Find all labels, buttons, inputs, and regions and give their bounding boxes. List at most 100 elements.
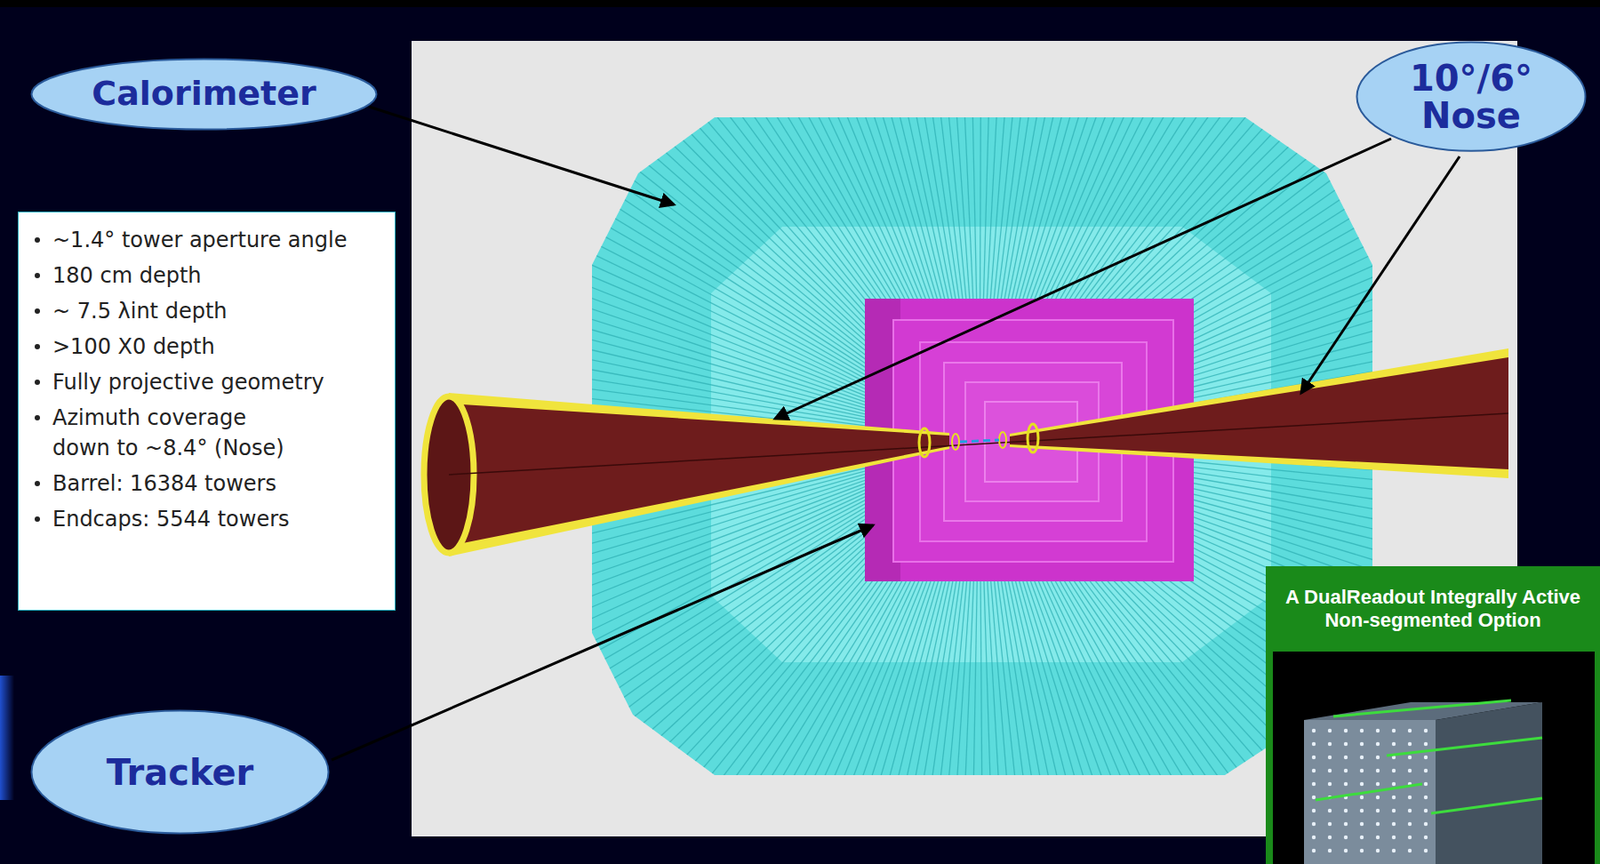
bullet-dot (34, 480, 40, 487)
bullet-dot (34, 237, 40, 243)
callout-label: Calorimeter (91, 76, 316, 112)
fiber-dot (1344, 755, 1348, 760)
bullet-item: Fully projective geometry (29, 367, 388, 398)
leader-arrow (368, 106, 674, 205)
option-header: A DualReadout Integrally Active Non-segm… (1265, 566, 1600, 652)
fiber-dot (1392, 728, 1396, 733)
bullet-dot (34, 516, 40, 522)
fiber-dot (1360, 768, 1364, 773)
fiber-dot (1392, 848, 1396, 853)
fiber-dot (1376, 822, 1380, 826)
spec-text: Azimuth coverage down to ~8.4° (Nose) (52, 402, 297, 464)
fiber-dot (1408, 808, 1412, 813)
inner-detail (1027, 424, 1039, 453)
top-strip (0, 0, 1600, 8)
bullet-dot (34, 272, 40, 279)
bullet-item: 180 cm depth (29, 260, 388, 291)
fiber-dot (1408, 742, 1412, 746)
fiber-dot (1328, 848, 1332, 853)
fiber-dot (1312, 795, 1316, 800)
fiber-dot (1376, 728, 1380, 733)
fiber-dot (1328, 742, 1332, 746)
callout-ellipse: Calorimeter (30, 57, 378, 131)
callout-label: Tracker (106, 753, 255, 792)
fiber-dot (1312, 835, 1316, 840)
leader-arrow (1301, 156, 1460, 393)
ellipse-shape (1357, 42, 1586, 152)
fiber-dot (1408, 728, 1412, 733)
fiber-dot (1344, 728, 1348, 733)
fiber-line (1315, 784, 1423, 800)
fiber-dot (1360, 795, 1364, 800)
fiber-dot (1392, 822, 1396, 826)
fiber-dot (1424, 782, 1428, 786)
fiber-line (1333, 700, 1512, 717)
fiber-dot (1312, 755, 1316, 760)
fiber-dot (1424, 848, 1428, 853)
fiber-dot (1392, 795, 1396, 800)
fiber-dot (1360, 742, 1364, 746)
bullet-dot (34, 344, 40, 350)
inner-detail (919, 428, 930, 457)
bullet-item: ~ 7.5 λint depth (29, 296, 388, 327)
spec-text: Fully projective geometry (52, 369, 325, 395)
fiber-dot (1376, 768, 1380, 773)
module-front (1304, 720, 1436, 864)
fiber-dot (1424, 808, 1428, 813)
ellipse-shape (32, 711, 329, 834)
nose-cone-rim (448, 392, 950, 557)
fiber-dot (1328, 808, 1332, 813)
fiber-dot (1328, 782, 1332, 786)
fiber-dot (1344, 808, 1348, 813)
nose-cone-rim (1009, 348, 1509, 479)
fiber-dot (1360, 848, 1364, 853)
nose-cone-right (1009, 357, 1509, 470)
fiber-dot (1392, 808, 1396, 813)
inner-detail (952, 433, 960, 450)
ellipse-shape (32, 59, 377, 130)
fiber-dots (1312, 728, 1428, 853)
spec-text: Barrel: 16384 towers (52, 471, 277, 496)
fiber-dot (1376, 742, 1380, 746)
fiber-dot (1424, 768, 1428, 773)
fiber-dot (1376, 808, 1380, 813)
fiber-dot (1344, 848, 1348, 853)
fiber-dot (1360, 835, 1364, 840)
fiber-dot (1424, 742, 1428, 746)
callout-ellipse: 10°/6° Nose (1355, 40, 1587, 152)
fiber-dot (1360, 822, 1364, 826)
bullet-item: >100 X0 depth (29, 331, 388, 362)
fiber-dot (1392, 742, 1396, 746)
inner-detail (999, 432, 1007, 448)
callout-ellipse: Tracker (30, 709, 330, 835)
fiber-dot (1312, 848, 1316, 853)
fiber-dot (1424, 835, 1428, 840)
fiber-dot (1376, 755, 1380, 760)
fiber-dot (1392, 768, 1396, 773)
fiber-dot (1312, 742, 1316, 746)
fiber-dot (1312, 822, 1316, 826)
fiber-dot (1312, 768, 1316, 773)
bullet-dot (34, 379, 40, 385)
fiber-dot (1424, 822, 1428, 826)
fiber-dot (1360, 728, 1364, 733)
inset-frame (1265, 566, 1600, 864)
leader-arrow (331, 525, 873, 760)
inset-ground (1272, 651, 1595, 864)
fiber-dot (1328, 728, 1332, 733)
fiber-dot (1408, 848, 1412, 853)
spec-box: ~1.4° tower aperture angle 180 cm depth ~ … (17, 211, 396, 611)
spec-text: >100 X0 depth (52, 334, 216, 360)
edge-glow (0, 675, 15, 800)
fiber-dot (1360, 782, 1364, 786)
spec-text: Endcaps: 5544 towers (52, 506, 290, 532)
fiber-dot (1424, 755, 1428, 760)
fiber-dot (1392, 782, 1396, 786)
spec-text: ~ 7.5 λint depth (52, 298, 228, 324)
spec-text: 180 cm depth (52, 263, 202, 288)
fiber-dot (1424, 728, 1428, 733)
spec-text: ~1.4° tower aperture angle (52, 227, 347, 253)
beam-pipe (960, 440, 1000, 442)
bullet-item: ~1.4° tower aperture angle (29, 224, 388, 256)
fiber-dot (1344, 822, 1348, 826)
